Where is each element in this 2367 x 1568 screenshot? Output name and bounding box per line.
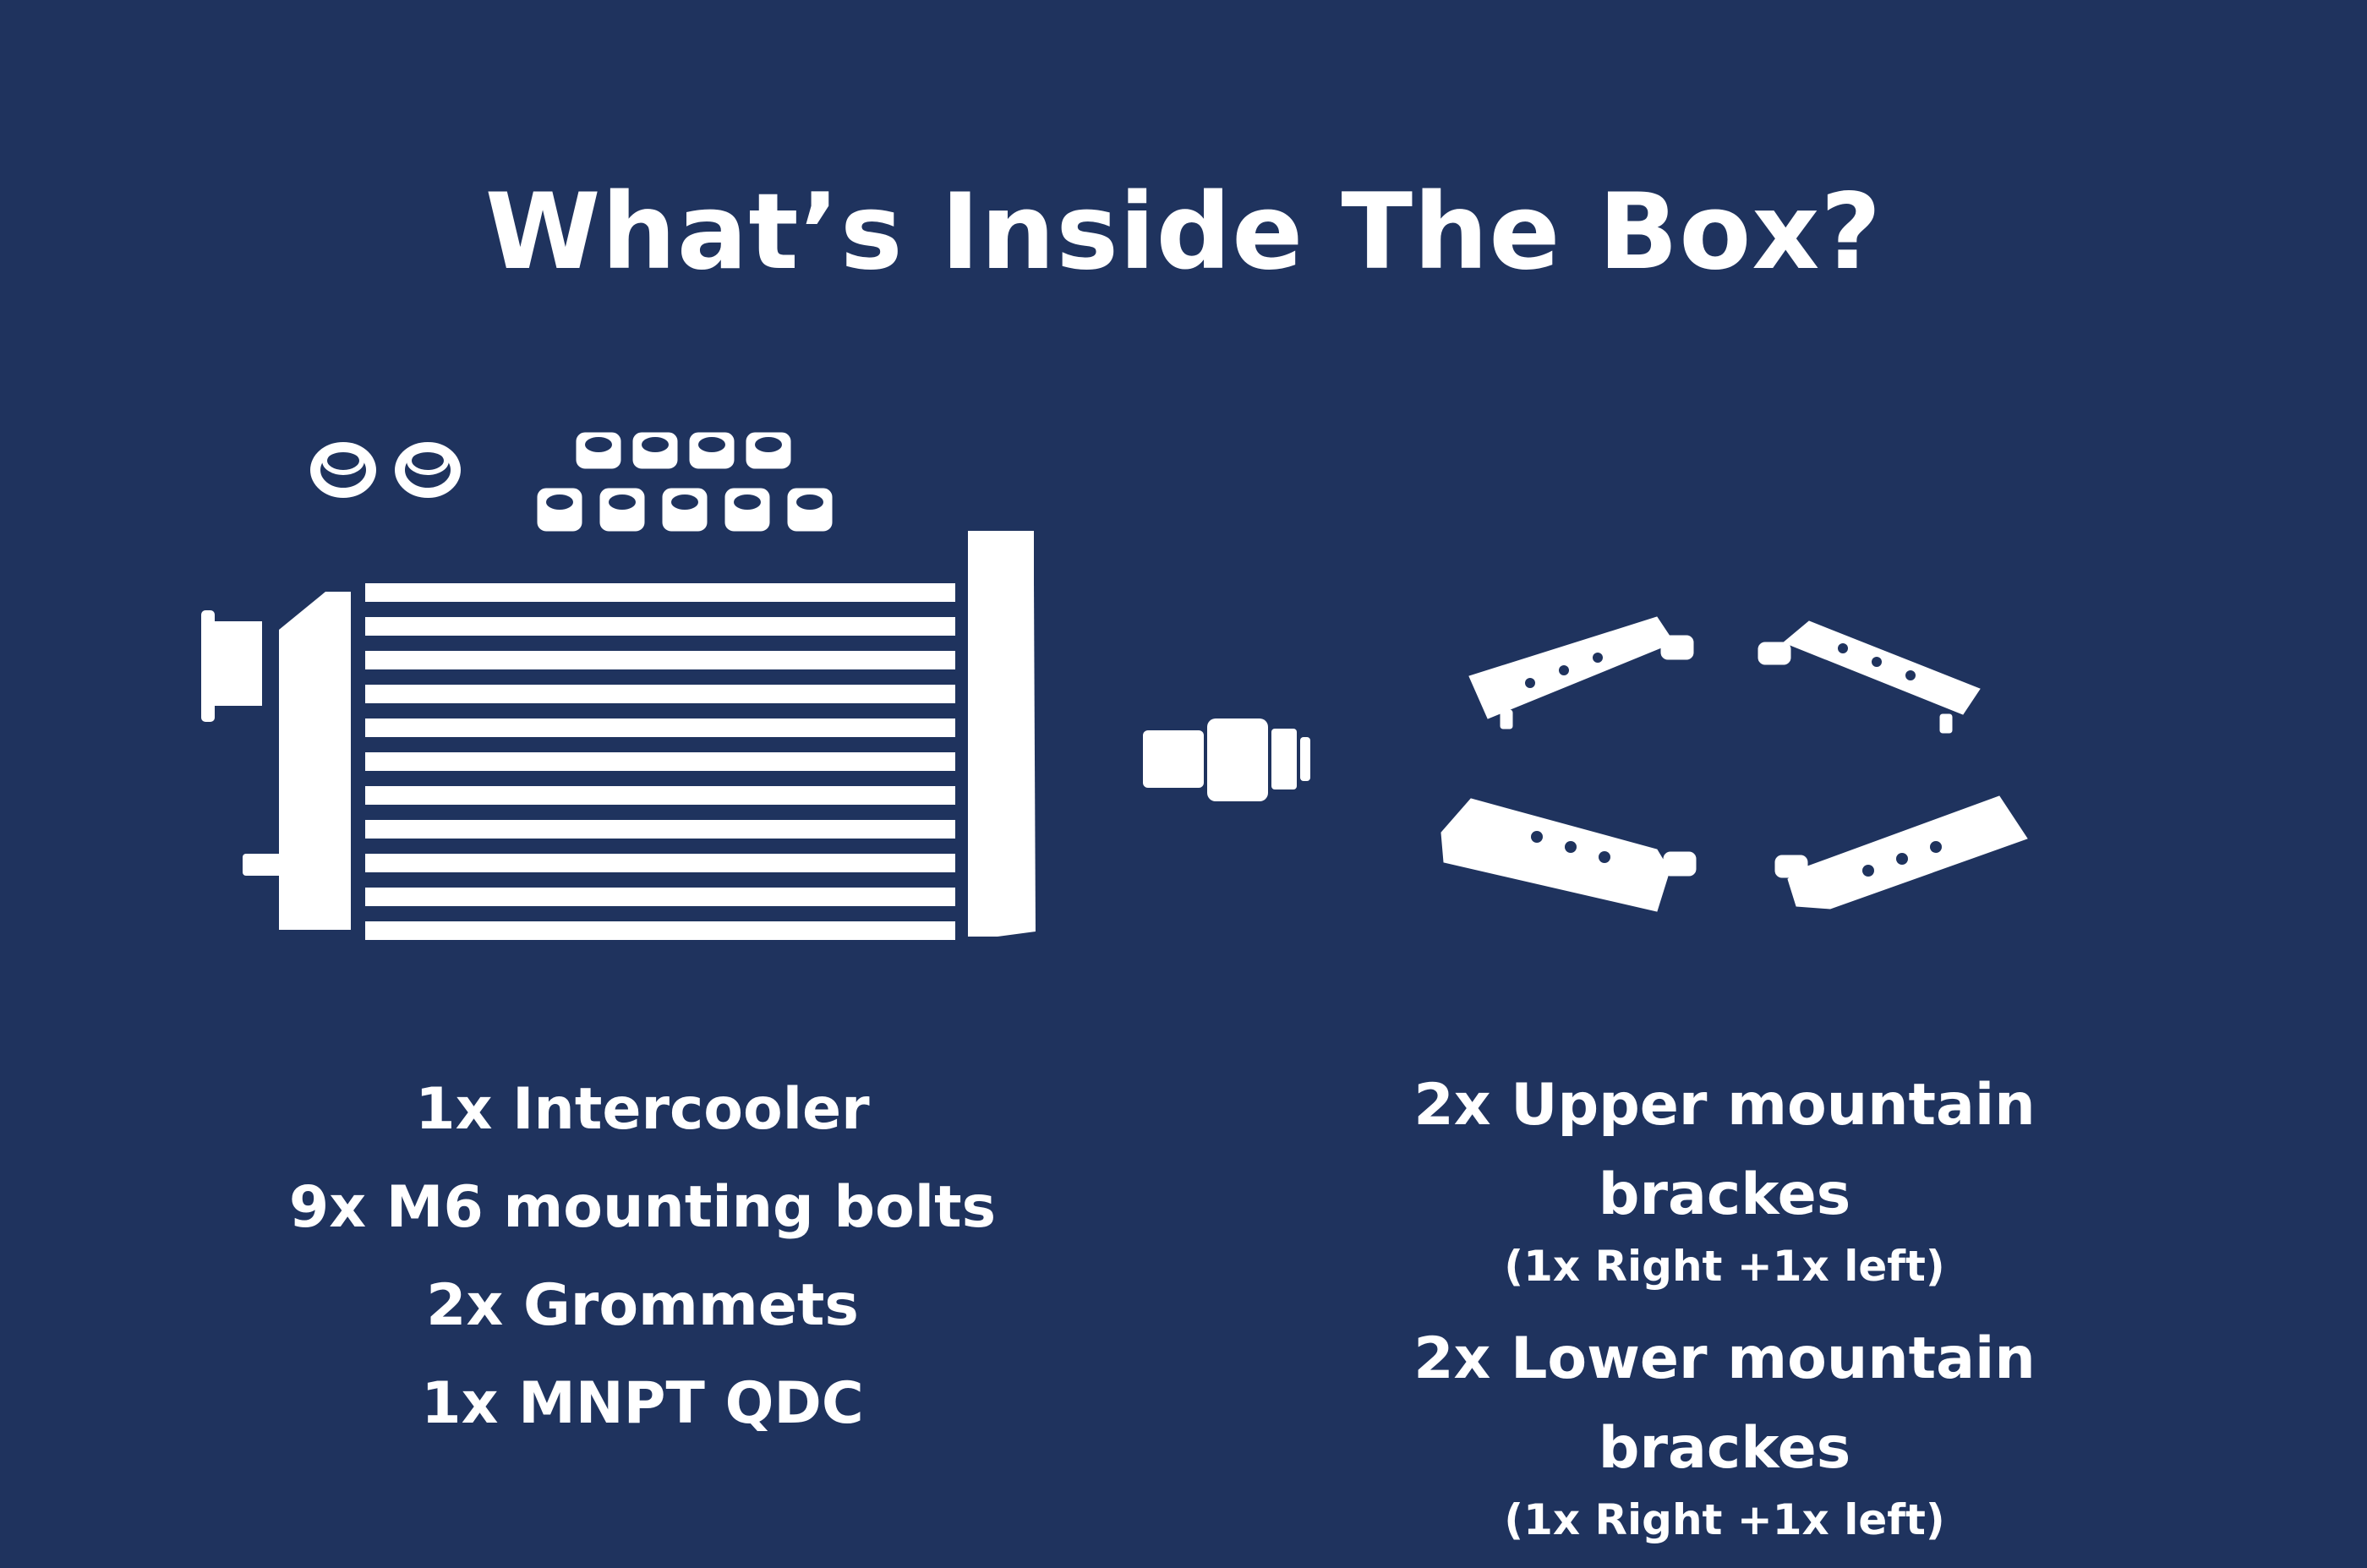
bolt-icon: [787, 488, 833, 532]
grommet-icon: [310, 442, 376, 498]
grommet-icon: [395, 442, 461, 498]
bolt-icon: [576, 432, 621, 469]
list-item-note: (1x Right +1x left): [1504, 1495, 1945, 1544]
grommets-group: [310, 442, 461, 498]
contents-list-left: 1x Intercooler 9x M6 mounting bolts 2x G…: [220, 1061, 1065, 1453]
list-item: 2x Grommets: [426, 1272, 859, 1339]
bracket-icon: [1468, 616, 1694, 729]
list-item: 9x M6 mounting bolts: [288, 1174, 997, 1241]
bolt-icon: [537, 488, 582, 532]
bolt-icon: [724, 488, 770, 532]
brackets-group: [1440, 616, 2028, 912]
contents-list-right: 2x Upper mountain brackes (1x Right +1x …: [1302, 1061, 2147, 1568]
bracket-icon: [1757, 620, 1981, 734]
list-item-note: (1x Right +1x left): [1504, 1242, 1945, 1291]
list-item: 2x Upper mountain brackes: [1413, 1072, 2036, 1228]
bolt-icon: [632, 432, 678, 469]
bolt-icon: [746, 432, 791, 469]
page-title: What’s Inside The Box?: [484, 172, 1883, 293]
bolt-icon: [689, 432, 735, 469]
bracket-icon: [1774, 795, 2028, 910]
list-item: 1x Intercooler: [415, 1076, 870, 1143]
bolts-group: [537, 432, 833, 532]
bolt-icon: [599, 488, 645, 532]
list-item: 1x MNPT QDC: [421, 1370, 864, 1437]
bracket-icon: [1440, 798, 1697, 912]
intercooler-icon: [201, 531, 1036, 940]
bolt-icon: [662, 488, 708, 532]
list-item: 2x Lower mountain brackes: [1413, 1325, 2036, 1482]
qdc-fitting-icon: [1143, 718, 1310, 801]
